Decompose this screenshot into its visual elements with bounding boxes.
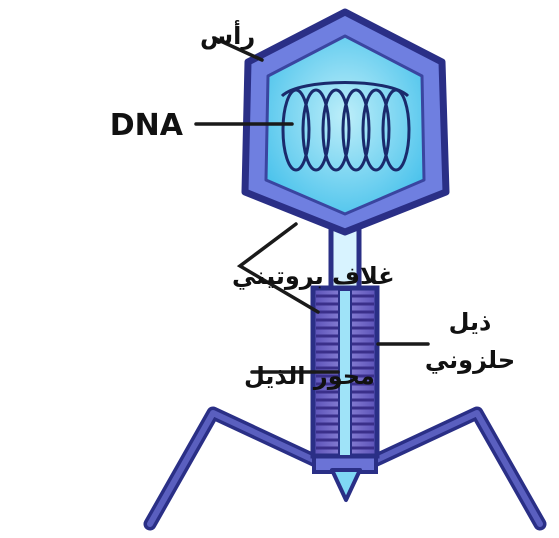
label-helical-tail-line2: حلزوني — [425, 346, 515, 374]
tail-fiber-left — [150, 413, 318, 524]
tail-spike — [332, 470, 360, 500]
label-dna: DNA — [110, 108, 184, 143]
base-plate — [314, 454, 376, 500]
label-helical-tail-line1: ذيل — [449, 308, 492, 336]
label-protein-coat: غلاف بروتيني — [232, 262, 395, 290]
label-tail-axis: محور الذيل — [244, 362, 375, 390]
label-head: رأس — [200, 20, 255, 50]
tail-fiber-right — [372, 413, 540, 524]
phage-head — [245, 12, 446, 232]
